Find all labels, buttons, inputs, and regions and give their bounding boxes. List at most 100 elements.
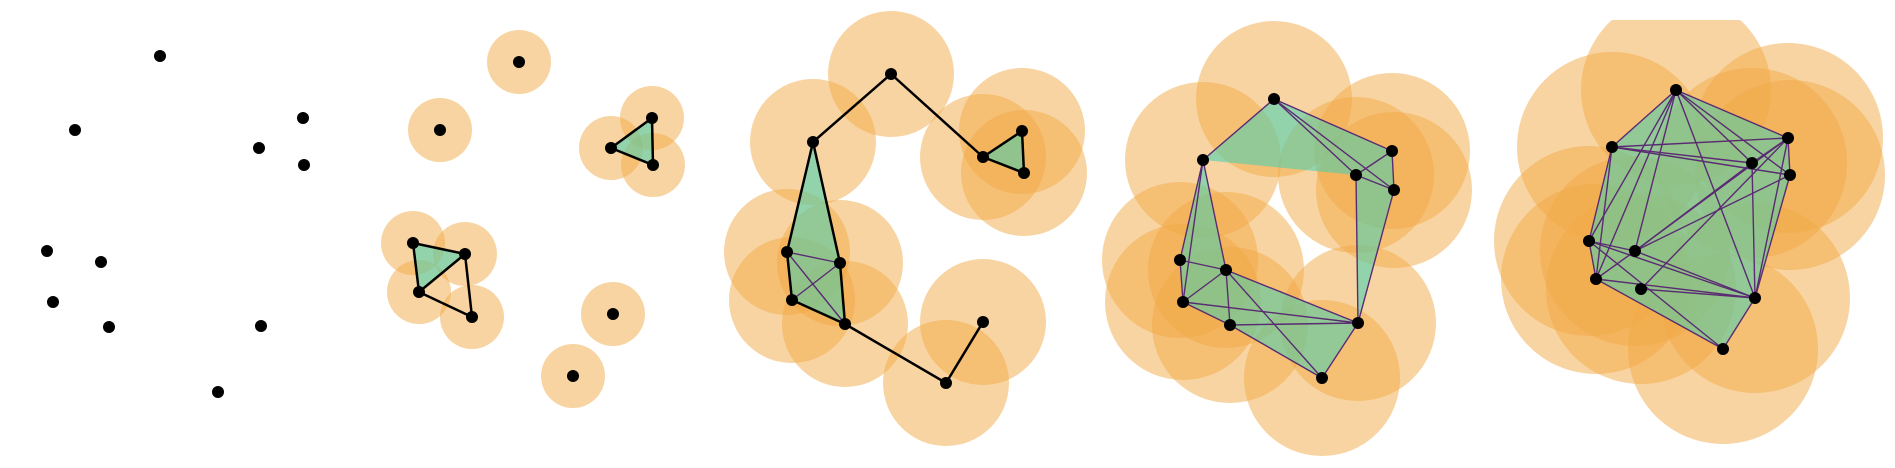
- triangle-simplex: [983, 131, 1024, 173]
- point: [513, 56, 525, 68]
- edge: [609, 116, 654, 150]
- point: [1016, 125, 1028, 137]
- point: [977, 151, 989, 163]
- inner-edge: [1273, 98, 1393, 152]
- panel-large-radius: [1102, 21, 1472, 456]
- inner-edge: [1595, 146, 1613, 280]
- point: [1606, 141, 1618, 153]
- inner-edge: [1722, 297, 1756, 350]
- panel-medium-radius: [724, 11, 1087, 446]
- edge: [790, 298, 847, 326]
- point-J: [255, 320, 267, 332]
- point-G: [95, 256, 107, 268]
- edges-layer: [1179, 98, 1395, 379]
- simplices-layer: [787, 131, 1024, 324]
- point-I: [103, 321, 115, 333]
- point: [647, 159, 659, 171]
- point: [459, 248, 471, 260]
- inner-edge: [1751, 162, 1756, 299]
- triangle-simplex: [1274, 99, 1392, 175]
- point: [1629, 245, 1641, 257]
- point-H: [47, 296, 59, 308]
- panel-point-cloud: [41, 50, 310, 398]
- inner-edge: [1611, 146, 1791, 176]
- point: [1352, 317, 1364, 329]
- inner-edge: [1179, 159, 1204, 261]
- point: [1746, 157, 1758, 169]
- point-B: [69, 124, 81, 136]
- inner-edge: [1611, 146, 1753, 164]
- triangle-simplex: [787, 252, 840, 300]
- triangle-simplex: [787, 142, 840, 263]
- edge: [1020, 129, 1026, 175]
- inner-edge: [1675, 89, 1789, 139]
- point: [413, 286, 425, 298]
- inner-edge: [1640, 137, 1789, 290]
- edge: [785, 140, 815, 254]
- inner-edge: [1588, 240, 1636, 252]
- point: [407, 237, 419, 249]
- inner-edge: [1588, 240, 1597, 280]
- edge: [838, 261, 847, 326]
- panel-largest-radius: [1494, 20, 1885, 444]
- point: [1197, 154, 1209, 166]
- triangle-simplex: [1180, 260, 1226, 302]
- inner-edge: [1634, 174, 1791, 252]
- inner-edge: [1611, 137, 1789, 148]
- triangle-simplex: [1596, 279, 1755, 349]
- inner-edge: [1754, 174, 1791, 299]
- point: [1018, 167, 1030, 179]
- point: [1268, 93, 1280, 105]
- inner-edge: [1611, 89, 1677, 148]
- inner-edge: [1202, 159, 1227, 271]
- point: [1782, 132, 1794, 144]
- inner-edge: [1182, 301, 1359, 324]
- point: [605, 142, 617, 154]
- point: [466, 311, 478, 323]
- inner-edge: [1595, 278, 1756, 299]
- edges-layer: [785, 72, 1026, 385]
- edge: [981, 155, 1026, 175]
- edge: [843, 322, 948, 385]
- point: [807, 136, 819, 148]
- edge: [463, 252, 474, 319]
- triangle-simplex: [1356, 151, 1394, 190]
- inner-edge: [1391, 150, 1395, 191]
- inner-edge: [1595, 278, 1724, 350]
- inner-edge: [1675, 89, 1756, 299]
- inner-edge: [786, 251, 846, 325]
- triangle-simplex: [611, 118, 653, 165]
- point: [1388, 184, 1400, 196]
- point: [1224, 319, 1236, 331]
- point: [1386, 145, 1398, 157]
- point: [1316, 372, 1328, 384]
- inner-edge: [1595, 250, 1636, 280]
- point: [885, 68, 897, 80]
- edge: [417, 252, 467, 294]
- inner-edge: [791, 262, 841, 301]
- edge: [785, 250, 794, 302]
- point: [1174, 254, 1186, 266]
- edge: [609, 146, 655, 167]
- inner-edge: [1229, 324, 1323, 379]
- points-layer: [407, 56, 659, 382]
- point: [607, 308, 619, 320]
- simplices-layer: [413, 118, 653, 292]
- point: [567, 370, 579, 382]
- point: [940, 377, 952, 389]
- inner-edge: [1634, 89, 1677, 252]
- panel-small-radius: [381, 30, 685, 408]
- inner-edge: [1182, 301, 1231, 326]
- inner-edge: [1179, 259, 1184, 303]
- triangle-simplex: [1203, 99, 1356, 175]
- edge: [411, 241, 421, 294]
- balls-layer: [724, 11, 1087, 446]
- triangle-simplex: [792, 263, 845, 324]
- inner-edge: [1355, 150, 1393, 176]
- points-layer: [781, 68, 1030, 389]
- inner-edge: [786, 251, 841, 264]
- inner-edge: [1634, 162, 1753, 252]
- inner-edge: [1225, 269, 1359, 324]
- edge: [650, 116, 655, 167]
- point: [1635, 283, 1647, 295]
